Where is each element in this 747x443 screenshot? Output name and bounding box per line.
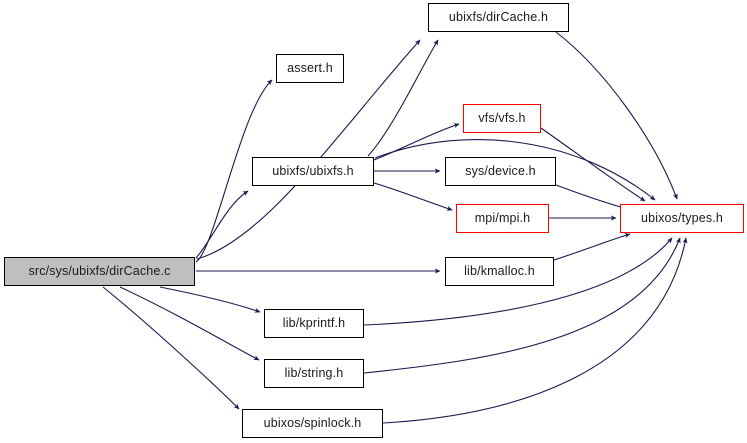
graph-node-types_h[interactable]: ubixos/types.h — [620, 204, 744, 233]
graph-edge-dircache_c-to-ubixfs_h — [195, 190, 249, 259]
graph-edge-dircache_c-to-assert_h — [195, 79, 273, 263]
graph-node-string_h[interactable]: lib/string.h — [264, 359, 364, 388]
graph-edge-kprintf_h-to-types_h — [363, 237, 673, 326]
graph-node-label: ubixfs/ubixfs.h — [272, 164, 354, 179]
graph-edge-ubixfs_h-to-types_h — [374, 139, 656, 201]
graph-node-ubixfs_h[interactable]: ubixfs/ubixfs.h — [252, 157, 374, 186]
graph-node-label: ubixos/spinlock.h — [263, 416, 362, 431]
graph-edge-spinlock_h-to-types_h — [382, 237, 688, 424]
graph-edge-ubixfs_h-to-vfs_h — [373, 123, 460, 161]
graph-edge-vfs_h-to-types_h — [540, 127, 646, 202]
graph-node-label: src/sys/ubixfs/dirCache.c — [28, 264, 171, 279]
graph-edge-device_h-to-types_h — [555, 184, 628, 210]
graph-node-label: lib/kmalloc.h — [464, 264, 535, 279]
graph-node-label: ubixfs/dirCache.h — [448, 10, 549, 25]
graph-edge-ubixfs_h-to-mpi_h — [373, 182, 453, 211]
graph-edge-dircache_c-to-kprintf_h — [159, 286, 261, 313]
graph-node-label: mpi/mpi.h — [474, 211, 531, 226]
graph-node-kmalloc_h[interactable]: lib/kmalloc.h — [445, 257, 554, 286]
graph-edge-dircache_c-to-string_h — [119, 286, 260, 361]
graph-node-vfs_h[interactable]: vfs/vfs.h — [463, 104, 541, 133]
graph-node-label: ubixos/types.h — [640, 211, 723, 226]
graph-edge-dircache_h-to-types_h — [555, 31, 678, 200]
graph-edge-kmalloc_h-to-types_h — [553, 233, 631, 261]
graph-node-label: lib/string.h — [284, 366, 344, 381]
graph-node-kprintf_h[interactable]: lib/kprintf.h — [264, 309, 364, 338]
graph-node-assert_h[interactable]: assert.h — [276, 54, 344, 83]
graph-node-dircache_h[interactable]: ubixfs/dirCache.h — [428, 3, 569, 32]
graph-node-dircache_c: src/sys/ubixfs/dirCache.c — [4, 257, 195, 286]
graph-node-mpi_h[interactable]: mpi/mpi.h — [456, 204, 549, 233]
graph-node-spinlock_h[interactable]: ubixos/spinlock.h — [242, 409, 383, 438]
graph-node-label: lib/kprintf.h — [282, 316, 346, 331]
graph-edge-string_h-to-types_h — [363, 237, 681, 374]
graph-node-device_h[interactable]: sys/device.h — [445, 157, 556, 186]
graph-node-label: sys/device.h — [465, 164, 536, 179]
graph-edge-dircache_c-to-spinlock_h — [102, 286, 240, 410]
graph-node-label: vfs/vfs.h — [478, 111, 526, 126]
graph-edge-ubixfs_h-to-dircache_h — [367, 39, 439, 157]
graph-node-label: assert.h — [287, 61, 333, 76]
